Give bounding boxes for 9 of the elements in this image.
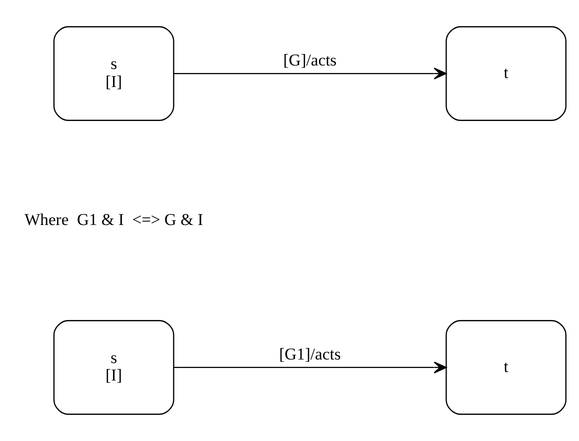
arrow — [174, 362, 447, 374]
node-box: s [I] — [53, 26, 174, 121]
arrow — [174, 68, 447, 80]
node-box: t — [446, 320, 567, 415]
node-box: s [I] — [53, 320, 174, 415]
edge-label: [G]/acts — [283, 50, 337, 70]
edge-label: [G1]/acts — [279, 344, 341, 364]
label: Where G1 & I <=> G & I — [24, 210, 204, 229]
node-box: t — [446, 26, 567, 121]
